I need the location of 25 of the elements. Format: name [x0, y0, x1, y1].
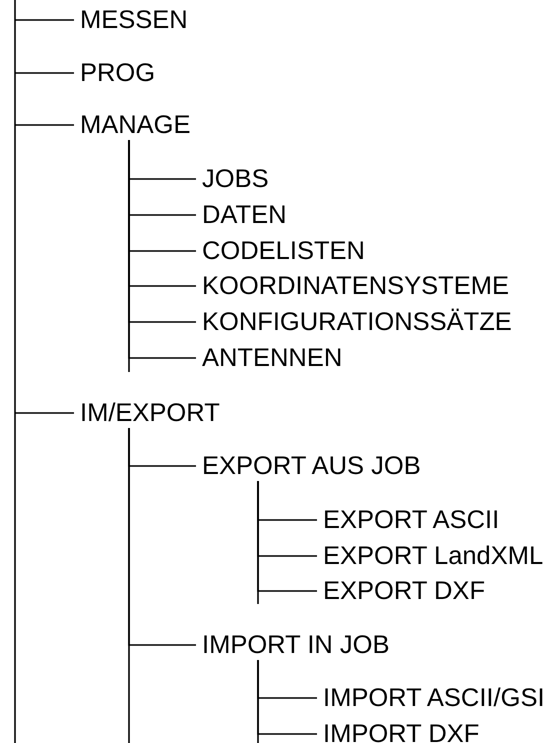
connector-line [257, 481, 317, 592]
menu-item: MANAGE [74, 110, 191, 140]
menu-item: EXPORT DXF [317, 576, 486, 606]
connector-line [15, 124, 74, 126]
menu-item: ANTENNEN [196, 343, 342, 373]
menu-item: IM/EXPORT [74, 398, 220, 428]
menu-item: KONFIGURATIONSSÄTZE [196, 307, 512, 337]
menu-item: EXPORT LandXML [317, 541, 544, 571]
menu-item: EXPORT ASCII [317, 505, 500, 535]
menu-item: JOBS [196, 164, 269, 194]
menu-item: MESSEN [74, 5, 188, 35]
menu-item: IMPORT IN JOB [196, 630, 390, 660]
connector-line [15, 412, 74, 414]
menu-item: PROG [74, 58, 156, 88]
menu-item: IMPORT ASCII/GSI [317, 683, 545, 713]
connector-line [128, 428, 196, 646]
menu-item: EXPORT AUS JOB [196, 451, 421, 481]
menu-item: DATEN [196, 200, 287, 230]
connector-line [15, 72, 74, 74]
menu-item: CODELISTEN [196, 236, 365, 266]
connector-line [257, 660, 317, 735]
connector-line [15, 19, 74, 21]
menu-item: IMPORT DXF [317, 719, 480, 743]
connector-line [128, 140, 196, 359]
menu-item: KOORDINATENSYSTEME [196, 271, 509, 301]
